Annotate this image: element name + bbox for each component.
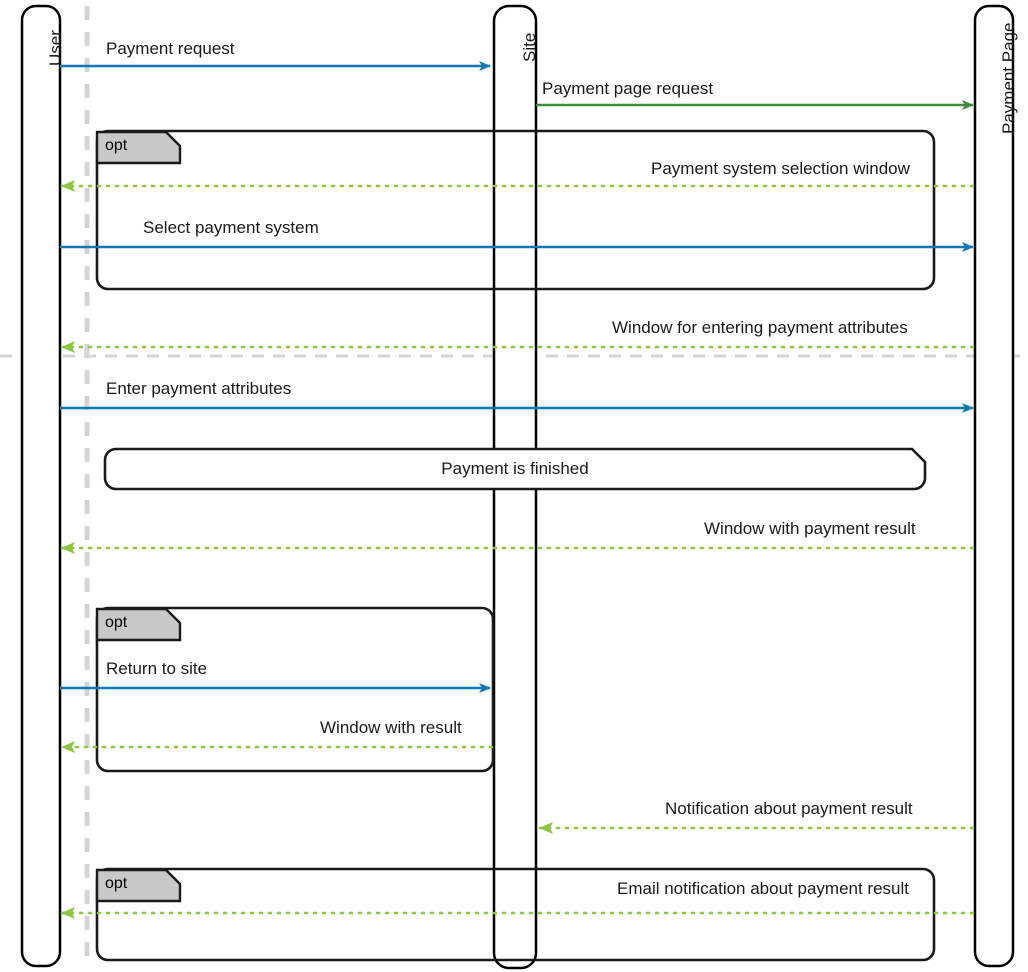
message-label-select-payment-system: Select payment system <box>143 218 319 237</box>
lifeline-label-site: Site <box>520 32 539 62</box>
message-label-payment-system-selection-window: Payment system selection window <box>651 159 910 178</box>
message-label-payment-page-request: Payment page request <box>542 79 714 98</box>
fragment-label-opt-3: opt <box>105 875 128 892</box>
message-label-window-with-payment-result: Window with payment result <box>704 519 916 538</box>
note-label-payment-is-finished: Payment is finished <box>441 459 589 478</box>
fragment-opt-3 <box>95 867 936 962</box>
message-label-window-for-entering-payment-attributes: Window for entering payment attributes <box>612 318 908 337</box>
message-label-enter-payment-attributes: Enter payment attributes <box>106 379 292 398</box>
message-label-payment-request: Payment request <box>106 39 235 58</box>
note-payment-finished <box>103 447 927 491</box>
lifeline-label-user: User <box>46 30 65 66</box>
lifeline-user <box>20 4 62 968</box>
message-label-notification-about-payment-result: Notification about payment result <box>665 799 913 818</box>
message-label-window-with-result: Window with result <box>320 718 462 737</box>
fragment-label-opt-1: opt <box>105 137 128 154</box>
message-label-return-to-site: Return to site <box>106 659 208 678</box>
message-label-email-notification-about-payment-result: Email notification about payment result <box>617 879 909 898</box>
lifeline-label-payment-page: Payment Page <box>999 22 1018 134</box>
fragment-opt-1 <box>95 129 936 291</box>
lifeline-payment-page <box>973 4 1015 968</box>
fragment-label-opt-2: opt <box>105 614 128 631</box>
fragment-opt-2 <box>95 606 495 773</box>
